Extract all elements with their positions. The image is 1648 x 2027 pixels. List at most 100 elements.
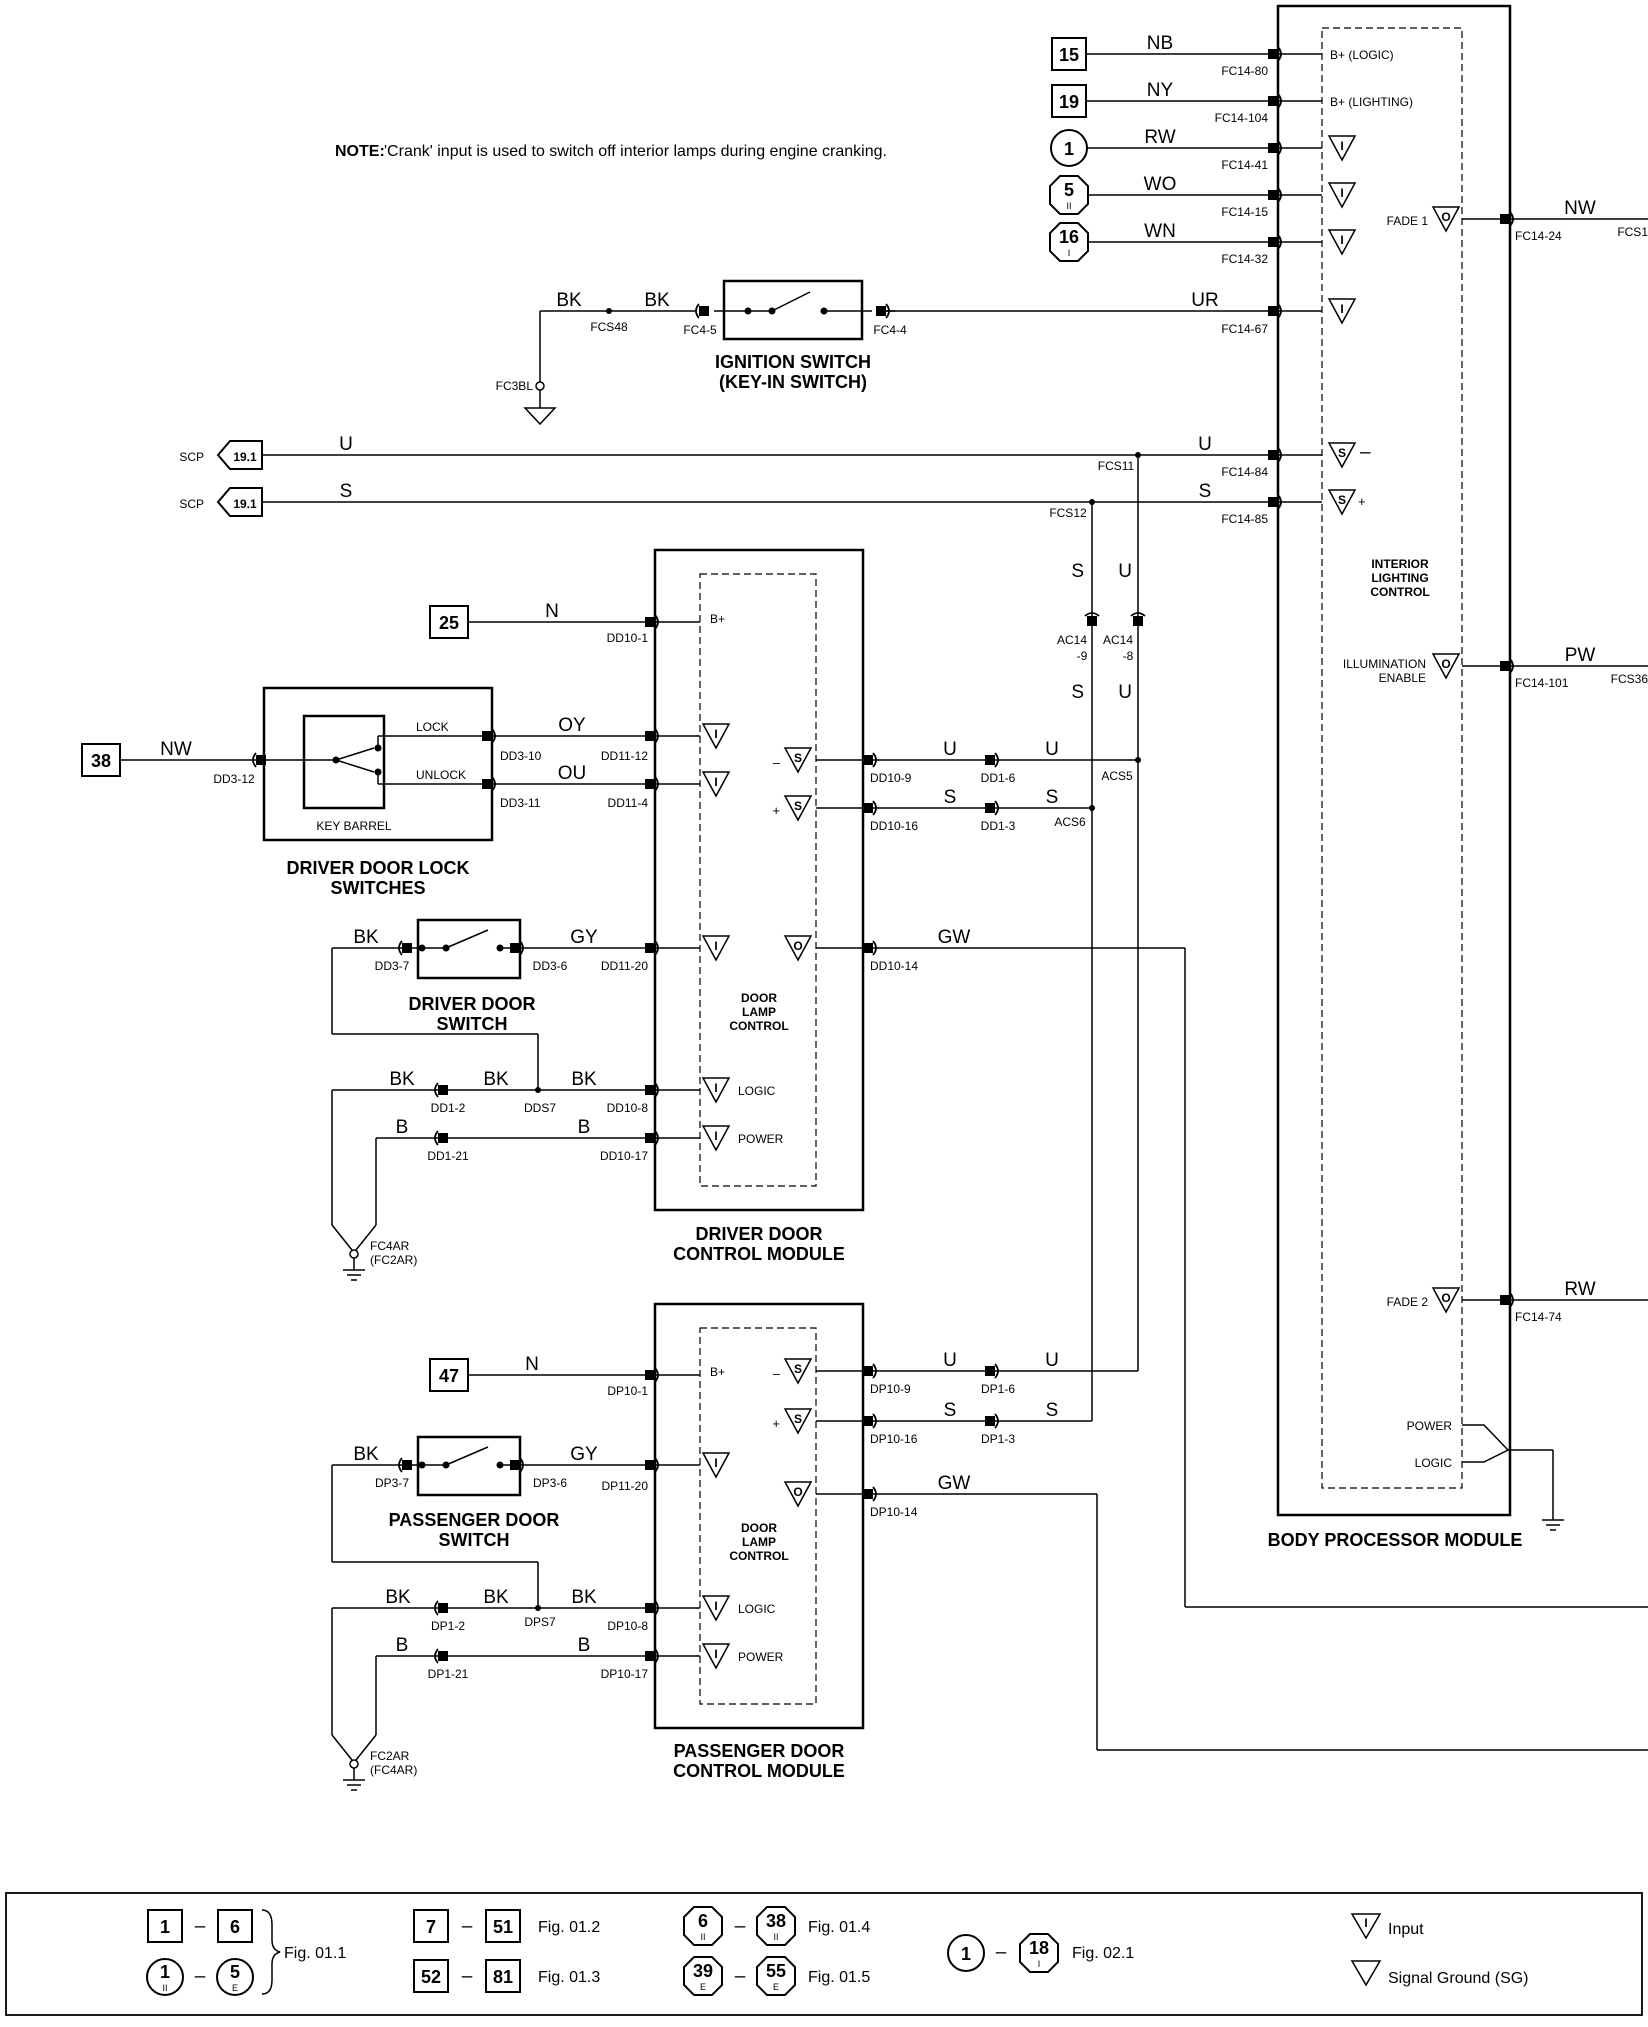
conn-fcs36: FCS36 [1611,672,1648,686]
wire-bk-ign2: BK [644,290,670,311]
ignition-title-2: (KEY-IN SWITCH) [719,372,867,392]
driver-module-title-2: CONTROL MODULE [673,1244,845,1264]
passenger-switch-title-1: PASSENGER DOOR [389,1510,560,1530]
bpm-box [1276,4,1512,1517]
conn-fc4ar: FC4AR [370,1239,410,1253]
conn-fc4ar-paren: (FC4AR) [370,1763,417,1777]
svg-text:1: 1 [961,1944,971,1964]
svg-text:I: I [714,1456,717,1470]
wire-s-bpm: S [1199,481,1212,502]
svg-text:–: – [195,1966,206,1987]
conn-fc14-32: FC14-32 [1221,252,1268,266]
conn-ac14-9a: AC14 [1057,633,1087,647]
wire-u-dd2: U [1045,739,1059,760]
ignition-title-1: IGNITION SWITCH [715,352,871,372]
conn-fc14-104: FC14-104 [1215,111,1269,125]
svg-text:+: + [772,1416,780,1431]
wire-n-25: N [545,601,559,622]
sym-input: I [1340,302,1343,316]
svg-text:O: O [793,1485,802,1499]
svg-text:38: 38 [91,751,111,771]
conn-dd10-14: DD10-14 [870,959,918,973]
conn-dp10-16: DP10-16 [870,1432,918,1446]
wire-bk-ds: BK [353,927,379,948]
wire-nw-38: NW [160,739,192,760]
svg-text:–: – [735,1966,746,1987]
conn-ac14-8b: -8 [1123,649,1134,663]
conn-dd10-16: DD10-16 [870,819,918,833]
driver-module-wiring [376,621,1648,1608]
svg-text:S: S [794,1412,802,1426]
driver-switch-wiring [331,929,539,1251]
bpm-fade2: FADE 2 [1387,1295,1429,1309]
bpm-title: BODY PROCESSOR MODULE [1268,1530,1523,1550]
bpm-illum-2: ENABLE [1379,671,1426,685]
svg-text:E: E [773,1982,779,1992]
wire-s-v2: S [1071,682,1084,703]
wire-u-dd1: U [943,739,957,760]
svg-text:Fig. 01.1: Fig. 01.1 [284,1945,346,1962]
conn-dp11-20: DP11-20 [602,1479,649,1493]
ref-16-octagon: 16 I [1049,222,1089,262]
svg-text:II: II [700,1932,705,1942]
driver-dlc-3: CONTROL [729,1019,788,1033]
lock-switch-wiring [120,735,484,785]
wire-ur: UR [1191,290,1218,311]
conn-fc14-84: FC14-84 [1221,465,1268,479]
unlock-label: UNLOCK [416,768,466,782]
key-barrel-label: KEY BARREL [316,819,391,833]
svg-text:II: II [773,1932,778,1942]
conn-dds7: DDS7 [524,1101,556,1115]
ref-15: 15 [1051,37,1087,71]
wire-nb: NB [1147,33,1173,54]
svg-text:47: 47 [439,1366,459,1386]
passenger-dlc-2: LAMP [742,1535,776,1549]
svg-text:6: 6 [698,1911,708,1931]
conn-fcs12: FCS12 [1049,506,1087,520]
conn-ac14-8a: AC14 [1103,633,1133,647]
bpm-input-lines [262,53,1322,503]
svg-text:S: S [794,799,802,813]
conn-fc14-24: FC14-24 [1515,229,1562,243]
lock-switch-box [262,686,494,842]
driver-dlc-1: DOOR [741,991,777,1005]
scp-ref-1: 19.1 [216,440,263,470]
conn-dd3-7: DD3-7 [375,959,410,973]
conn-fc2ar-paren: (FC2AR) [370,1253,417,1267]
svg-text:19.1: 19.1 [233,450,257,464]
key-barrel-box [302,714,386,810]
scp-ref-2: 19.1 [216,487,263,517]
passenger-dlc-3: CONTROL [729,1549,788,1563]
bpm-inner [1321,27,1463,1489]
conn-dp1-21: DP1-21 [428,1667,469,1681]
conn-dd10-1: DD10-1 [607,631,649,645]
wire-gy-ds: GY [570,927,598,948]
wire-s-dd2: S [1046,787,1059,808]
passenger-module-title-2: CONTROL MODULE [673,1761,845,1781]
bpm-fade1: FADE 1 [1387,214,1429,228]
svg-text:Signal Ground (SG): Signal Ground (SG) [1388,1970,1529,1987]
svg-text:–: – [996,1942,1007,1963]
svg-text:Fig. 01.5: Fig. 01.5 [808,1969,870,1986]
driver-switch-title-2: SWITCH [437,1014,508,1034]
driver-logic: LOGIC [738,1084,776,1098]
signal-ground-icon [1350,1960,1382,1987]
wire-wn: WN [1144,221,1176,242]
signal-ground-icon [523,407,557,426]
wire-rw: RW [1144,127,1175,148]
svg-text:+: + [772,803,780,818]
conn-fc14-41: FC14-41 [1221,158,1268,172]
conn-acs5: ACS5 [1101,769,1133,783]
svg-text:–: – [773,1366,781,1381]
conn-dd10-9: DD10-9 [870,771,912,785]
driver-power: POWER [738,1132,784,1146]
svg-text:I: I [714,775,717,789]
conn-dp1-6: DP1-6 [981,1382,1015,1396]
passenger-module-wiring [376,1370,1648,1751]
svg-text:O: O [793,939,802,953]
svg-text:–: – [195,1916,206,1937]
wire-bk-dp1: BK [385,1587,411,1608]
svg-text:I: I [714,1599,717,1613]
